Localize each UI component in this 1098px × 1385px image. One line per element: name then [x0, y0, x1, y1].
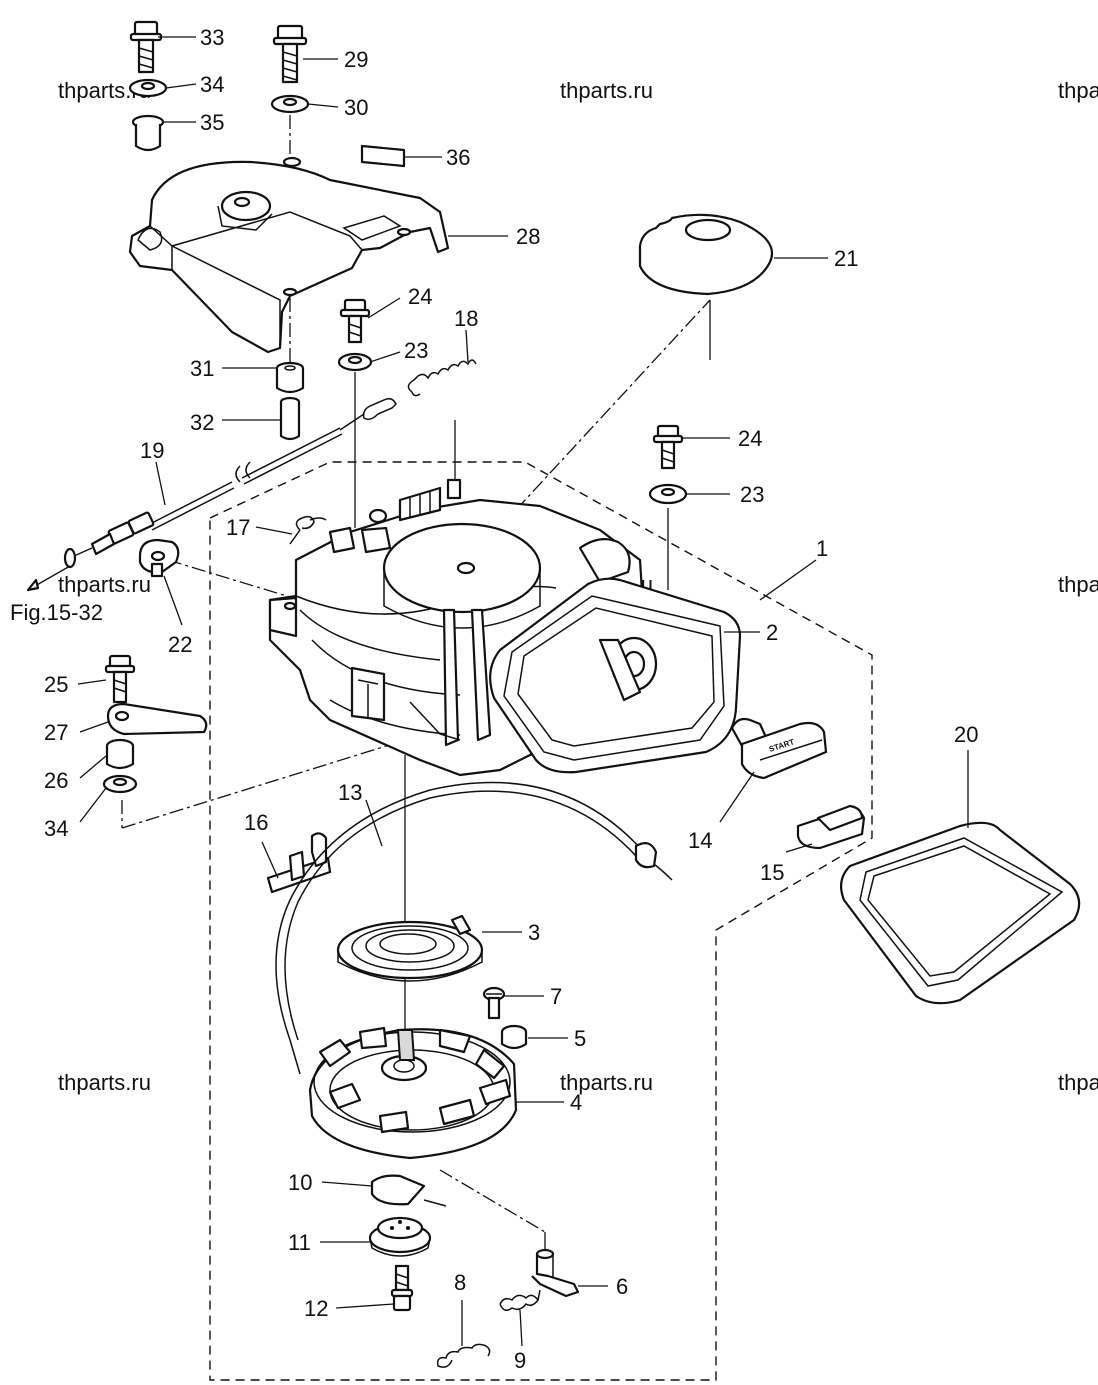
- washer-23-right: [648, 483, 688, 505]
- bolt-24-top: [339, 298, 371, 344]
- assembly-boundary: [209, 461, 873, 1381]
- callout-27: 27: [44, 720, 68, 745]
- leader-lines: [77, 36, 969, 1347]
- callout-9: 9: [514, 1348, 526, 1373]
- callout-5: 5: [574, 1026, 586, 1051]
- callout-36: 36: [446, 145, 470, 170]
- spring-17: [289, 515, 327, 545]
- callout-15: 15: [760, 860, 784, 885]
- callout-29: 29: [344, 47, 368, 72]
- plate-22: [138, 538, 180, 578]
- callout-23-top: 23: [404, 338, 428, 363]
- watermark-text: thparts.ru: [560, 78, 653, 103]
- watermark-text: thparts.ru: [560, 1070, 653, 1095]
- callout-24-right: 24: [738, 426, 762, 451]
- insert-15: [796, 804, 866, 850]
- watermark-text: thparts.ru: [1058, 572, 1098, 597]
- washer-30: [270, 94, 310, 114]
- gasket-20: [839, 821, 1081, 1005]
- spacer-26: [105, 738, 135, 770]
- spacer-31: [275, 361, 305, 394]
- collar-32: [279, 396, 301, 441]
- watermark-text: thparts.ru: [58, 572, 151, 597]
- spring-9: [499, 1289, 541, 1311]
- spring-8: [436, 1343, 491, 1368]
- callout-4: 4: [570, 1090, 582, 1115]
- callout-10: 10: [288, 1170, 312, 1195]
- callout-24-top: 24: [408, 284, 432, 309]
- pawl-6: [531, 1248, 580, 1298]
- watermark-text: thparts.ru: [1058, 1070, 1098, 1095]
- washer-23-top: [337, 352, 373, 372]
- callout-8: 8: [454, 1270, 466, 1295]
- callout-6: 6: [616, 1274, 628, 1299]
- callout-16: 16: [244, 810, 268, 835]
- friction-plate-11: [368, 1216, 432, 1257]
- callout-20: 20: [954, 722, 978, 747]
- callout-2: 2: [766, 620, 778, 645]
- spring-18: [407, 359, 477, 397]
- callout-31: 31: [190, 356, 214, 381]
- collar-5: [500, 1024, 528, 1050]
- callout-30: 30: [344, 95, 368, 120]
- watermark-text: thparts.ru: [1058, 78, 1098, 103]
- callout-33: 33: [200, 25, 224, 50]
- callout-7: 7: [550, 984, 562, 1009]
- callout-21: 21: [834, 246, 858, 271]
- label-36: [360, 144, 406, 168]
- bolt-25: [104, 654, 136, 704]
- callout-23-right: 23: [740, 482, 764, 507]
- rope-end: [634, 841, 673, 881]
- callout-17: 17: [226, 515, 250, 540]
- callout-26: 26: [44, 768, 68, 793]
- spiral-spring-3: [336, 914, 484, 982]
- callout-25: 25: [44, 672, 68, 697]
- callout-19: 19: [140, 438, 164, 463]
- clip-16: [266, 832, 332, 894]
- callout-22: 22: [168, 632, 192, 657]
- callout-14: 14: [688, 828, 712, 853]
- callout-34-top: 34: [200, 72, 224, 97]
- washer-34-top: [128, 78, 168, 98]
- screw-7: [482, 986, 506, 1020]
- washer-34-bottom: [102, 774, 138, 794]
- callout-35: 35: [200, 110, 224, 135]
- callout-18: 18: [454, 306, 478, 331]
- bolt-24-right: [652, 424, 684, 470]
- bolt-29: [272, 24, 308, 84]
- collar-35: [131, 114, 165, 152]
- callout-11: 11: [288, 1230, 311, 1255]
- cover-28: [128, 156, 450, 354]
- pawl-10: [370, 1174, 426, 1206]
- rope-13-inner: [284, 790, 637, 1041]
- watermark-text: thparts.ru: [58, 1070, 151, 1095]
- grommet-2: [489, 577, 742, 774]
- screw-12: [390, 1264, 414, 1312]
- arm-27: [106, 702, 208, 736]
- figure-ref: Fig.15-32: [10, 600, 103, 625]
- cable-19: [26, 397, 397, 592]
- callout-12: 12: [304, 1296, 328, 1321]
- rope-13: [275, 781, 643, 1075]
- handle-14: START: [730, 717, 828, 780]
- callout-13: 13: [338, 780, 362, 805]
- disc-21: [638, 213, 773, 296]
- callout-3: 3: [528, 920, 540, 945]
- reel-4: [308, 1026, 518, 1160]
- callout-1: 1: [816, 536, 828, 561]
- callout-34-bottom: 34: [44, 816, 68, 841]
- bolt-33: [129, 20, 163, 74]
- callout-numbers: 33 34 35 29 30 36 28 21 24 23 18 31 32 1…: [44, 25, 978, 1373]
- callout-28: 28: [516, 224, 540, 249]
- callout-32: 32: [190, 410, 214, 435]
